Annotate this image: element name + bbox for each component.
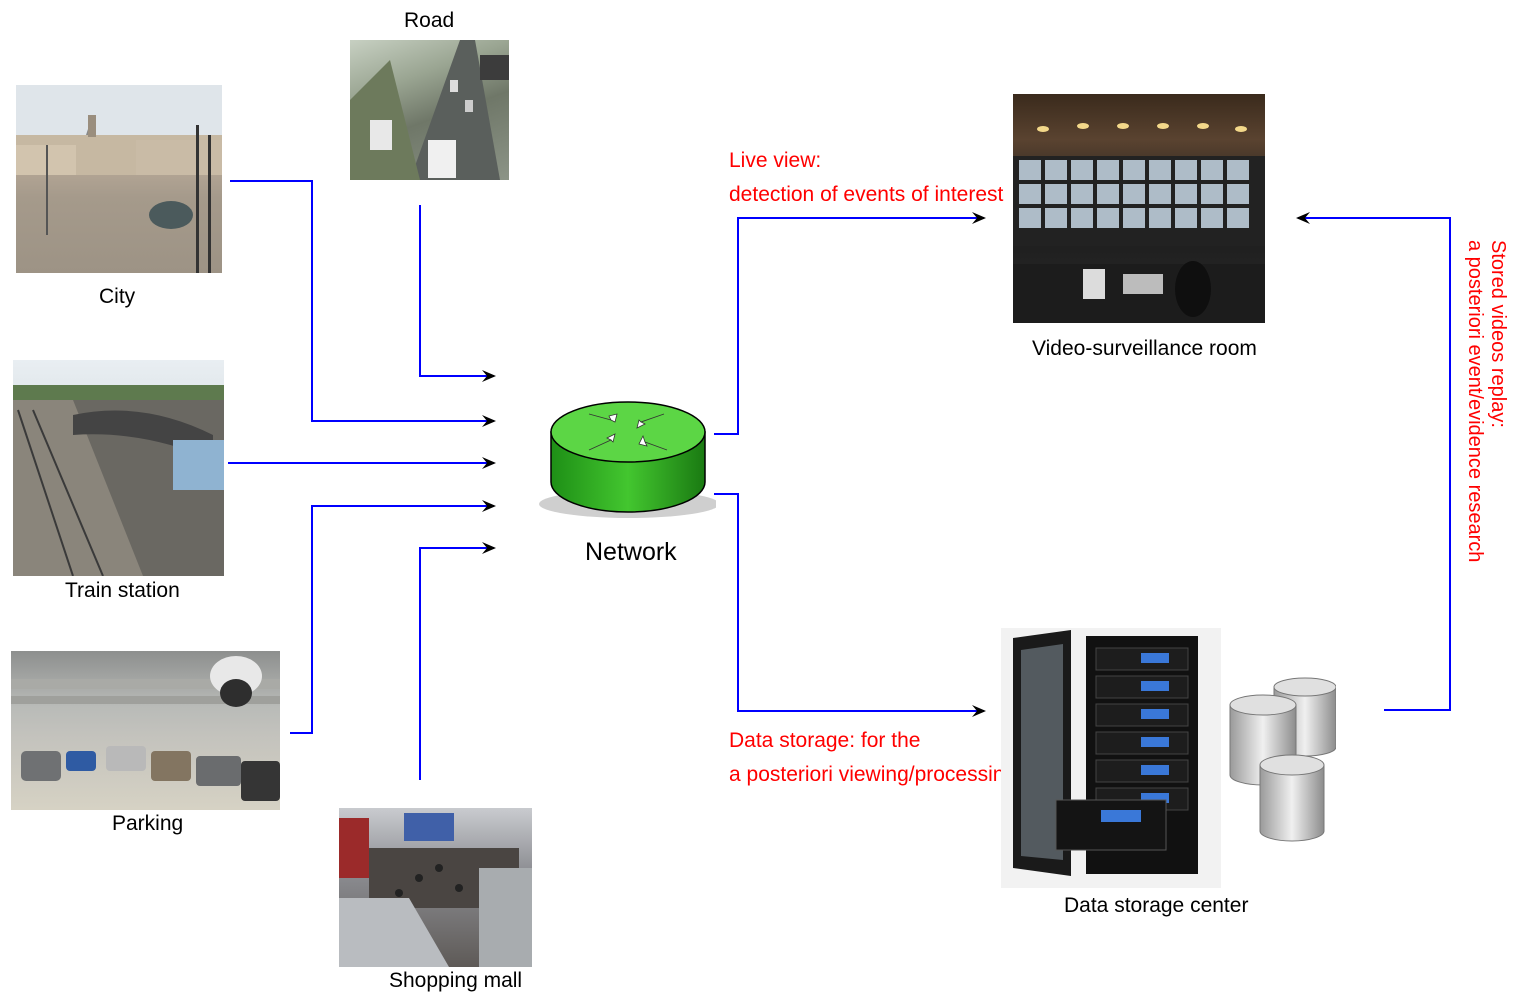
parking-wire <box>290 500 496 734</box>
shopping-mall-label: Shopping mall <box>389 969 523 992</box>
data-storage-line2: a posteriori viewing/processing <box>729 763 1017 786</box>
replay-text: Stored videos replay: a posteriori event… <box>1462 240 1517 690</box>
shopping-mall-image <box>339 808 532 967</box>
data-storage-text: Data storage: for the a posteriori viewi… <box>729 724 1016 792</box>
replay-wire <box>1296 212 1451 711</box>
parking-image <box>11 651 280 810</box>
replay-line1: Stored videos replay: <box>1487 240 1509 428</box>
live-view-line1: Live view: <box>729 149 822 172</box>
router-icon <box>539 401 716 518</box>
parking-label: Parking <box>112 812 184 835</box>
surveillance-room-label: Video-surveillance room <box>1032 337 1257 360</box>
train-station-label: Train station <box>65 579 180 602</box>
database-icon <box>1229 677 1336 842</box>
data-storage-line1: Data storage: for the <box>729 729 921 752</box>
road-image <box>350 40 509 180</box>
road-wire <box>419 205 496 382</box>
server-rack-icon <box>1001 628 1221 888</box>
network-label: Network <box>585 538 677 566</box>
storage-wire <box>714 493 986 717</box>
live-view-text: Live view: detection of events of intere… <box>729 144 1003 212</box>
city-image <box>16 85 222 273</box>
storage-center-label: Data storage center <box>1064 894 1249 917</box>
replay-line2: a posteriori event/evidence research <box>1464 240 1486 563</box>
train-station-image <box>13 360 224 576</box>
city-wire <box>230 180 496 427</box>
mall-wire <box>419 542 496 780</box>
road-label: Road <box>404 9 455 32</box>
surveillance-room-image <box>1013 94 1265 323</box>
live-view-line2: detection of events of interest <box>729 183 1004 206</box>
live-view-wire <box>714 212 986 435</box>
city-label: City <box>99 285 136 308</box>
